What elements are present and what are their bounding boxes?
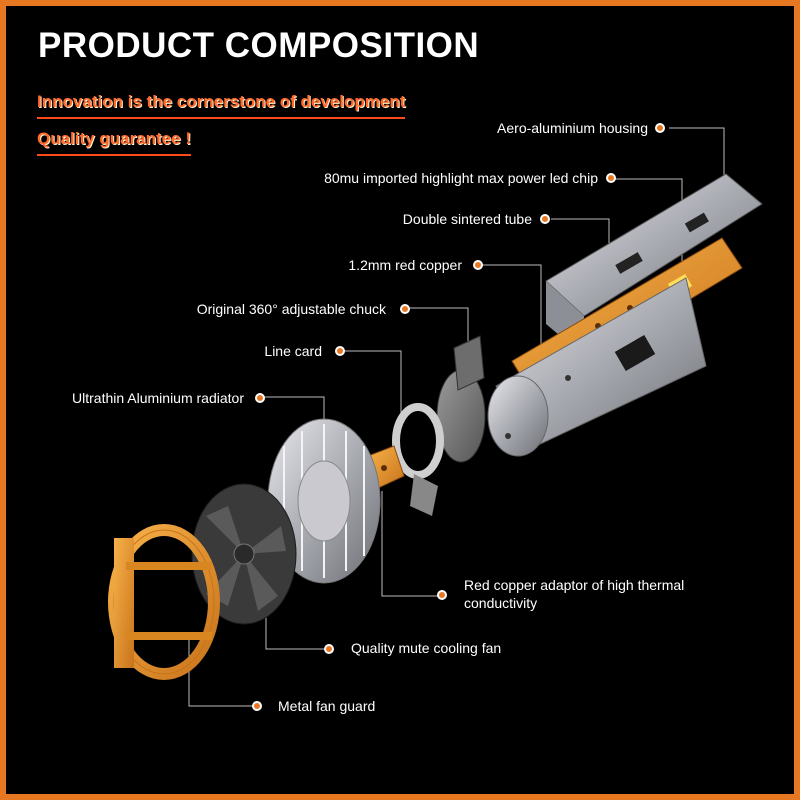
leader-line-card [344,350,402,428]
callout-adaptor-label-line2: conductivity [464,595,538,611]
metal-fan-guard [108,524,220,680]
product-composition-panel: PRODUCT COMPOSITION Innovation is the co… [6,6,794,794]
tagline-innovation: Innovation is the cornerstone of develop… [37,91,406,119]
callout-line-card-label: Line card [264,343,322,359]
callout-copper-marker [473,260,483,270]
callout-radiator-marker [255,393,265,403]
exploded-headlight-illustration [108,127,763,707]
callout-copper-label: 1.2mm red copper [348,257,462,273]
callout-line-card-marker [335,346,345,356]
callout-fan-label: Quality mute cooling fan [351,640,502,656]
adjustable-chuck [436,335,486,463]
leader-housing [669,127,725,196]
callout-led-chip-marker [606,173,616,183]
callout-guard-marker [252,701,262,711]
callout-radiator-label: Ultrathin Aluminium radiator [72,390,244,406]
callout-housing-marker [655,123,665,133]
callout-guard-label: Metal fan guard [278,698,376,714]
page-title: PRODUCT COMPOSITION [38,26,480,65]
callout-housing-label: Aero-aluminium housing [497,120,648,136]
callout-led-chip-label: 80mu imported highlight max power led ch… [324,170,598,186]
callout-tube-label: Double sintered tube [402,211,532,227]
callout-adaptor-label-line1: Red copper adaptor of high thermal [464,577,685,593]
leader-copper [480,264,542,364]
callout-chuck-marker [400,304,410,314]
callout-chuck-label: Original 360° adjustable chuck [196,301,386,317]
leader-adaptor [381,491,442,597]
aluminium-housing-body [487,277,707,457]
callout-tube-marker [540,214,550,224]
line-card [392,403,444,516]
callout-fan-marker [324,644,334,654]
callout-adaptor-marker [437,590,447,600]
tagline-quality: Quality guarantee ! [37,128,191,156]
